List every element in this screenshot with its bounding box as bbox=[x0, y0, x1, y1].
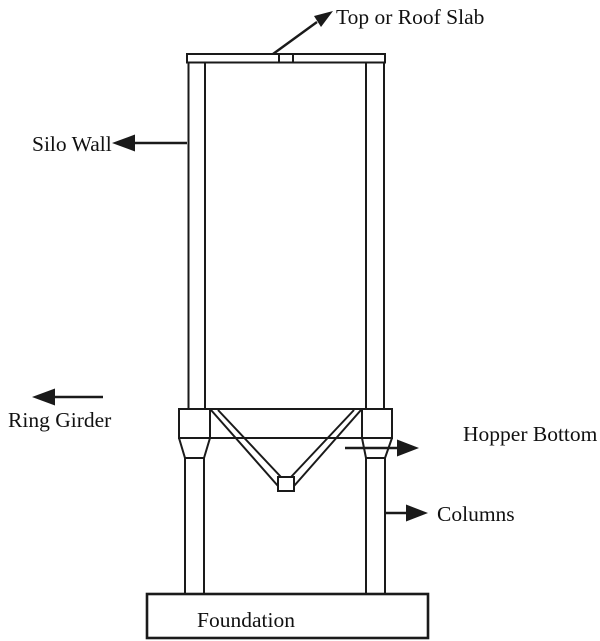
hopper-outlet bbox=[277, 476, 295, 492]
roof-slab-arrowhead-icon bbox=[314, 11, 333, 27]
foundation-block bbox=[145, 592, 430, 640]
silo-structure bbox=[145, 53, 430, 640]
ring-girder-inner-edges bbox=[209, 409, 363, 438]
roof-slab-opening bbox=[278, 54, 294, 63]
leader-arrows bbox=[32, 11, 428, 522]
hopper-wall-left bbox=[210, 409, 282, 487]
roof-slab bbox=[186, 53, 386, 64]
columns-label: Columns bbox=[437, 502, 515, 526]
silo-wall-arrowhead-icon bbox=[112, 134, 135, 152]
ring-girder-label: Ring Girder bbox=[8, 408, 111, 432]
hopper-bottom-arrow bbox=[345, 439, 419, 457]
columns-arrow bbox=[385, 504, 428, 522]
ring-girder-arrow bbox=[32, 388, 103, 406]
diagram-labels: Top or Roof Slab Silo Wall Ring Girder H… bbox=[8, 5, 598, 632]
hopper-bottom-label: Hopper Bottom bbox=[463, 422, 598, 446]
roof-slab-arrow bbox=[272, 11, 333, 55]
column-left bbox=[184, 458, 205, 594]
silo-wall-arrow bbox=[112, 134, 187, 152]
silo-wall-label: Silo Wall bbox=[32, 132, 112, 156]
silo-wall-right bbox=[365, 62, 385, 409]
ring-girder bbox=[178, 408, 393, 439]
column-right bbox=[365, 458, 386, 594]
foundation-label: Foundation bbox=[197, 608, 295, 632]
ring-girder-arrowhead-icon bbox=[32, 388, 55, 406]
column-capital-left bbox=[178, 437, 211, 459]
silo-wall-left bbox=[187, 62, 206, 409]
hopper-wall-right bbox=[290, 409, 362, 487]
roof-slab-label: Top or Roof Slab bbox=[336, 5, 484, 29]
columns-arrowhead-icon bbox=[406, 504, 428, 522]
hopper-bottom-arrowhead-icon bbox=[397, 439, 419, 457]
